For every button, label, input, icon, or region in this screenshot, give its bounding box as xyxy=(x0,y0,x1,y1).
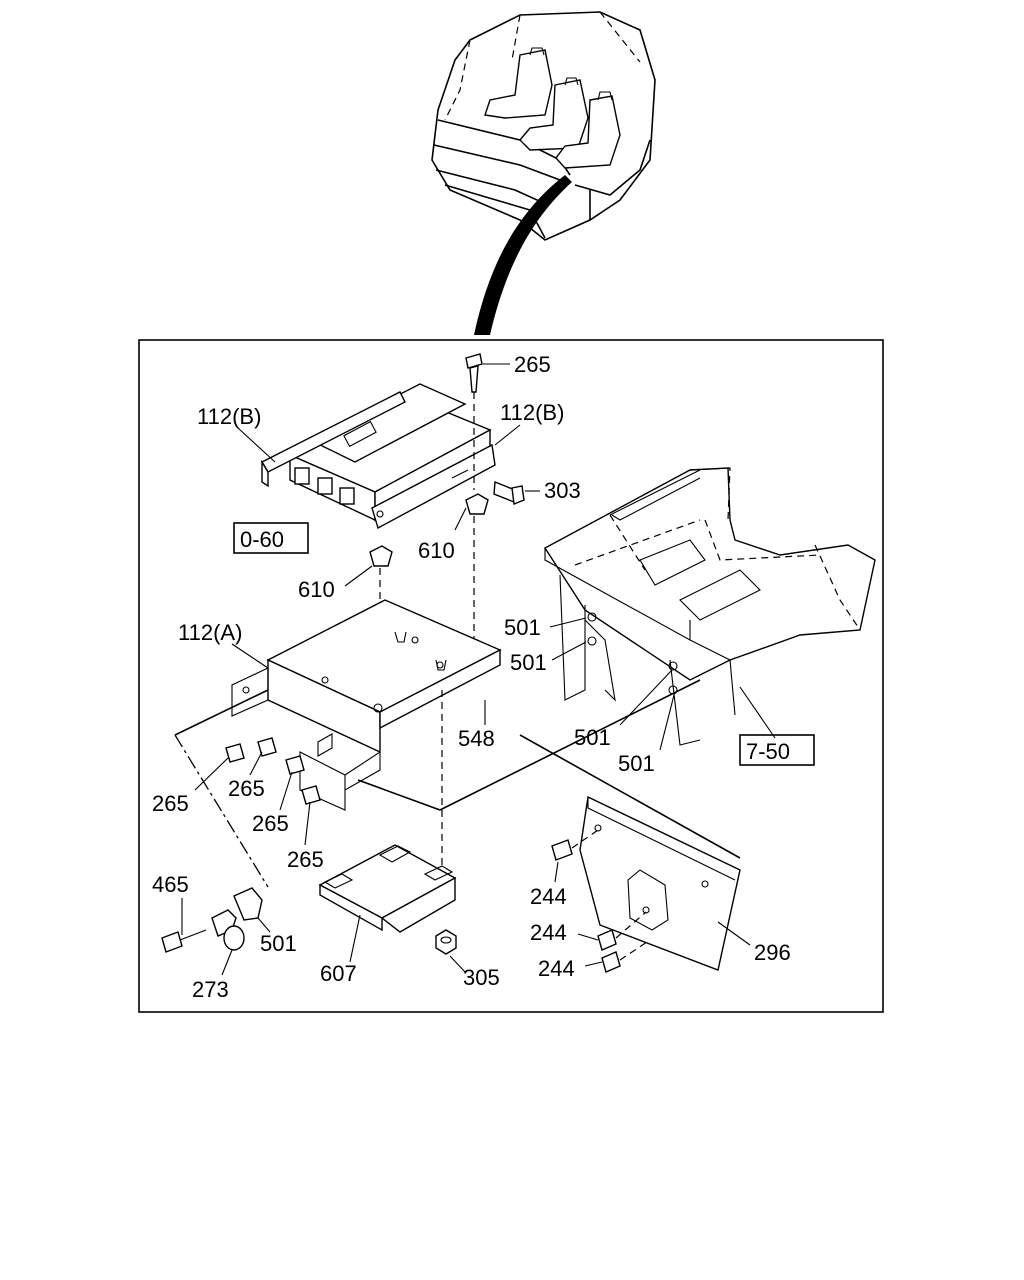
cover-panel-296 xyxy=(579,795,741,971)
reference-7-50: 7-50 xyxy=(739,734,815,766)
callout-501-b: 501 xyxy=(510,650,547,675)
callout-501-e: 501 xyxy=(260,931,297,956)
cab-overview-illustration xyxy=(431,11,656,241)
reference-0-60-label: 0-60 xyxy=(240,527,284,552)
bracket-112a xyxy=(231,599,502,870)
reference-0-60: 0-60 xyxy=(233,522,309,554)
bolt-303 xyxy=(493,480,525,505)
callout-501-c: 501 xyxy=(574,725,611,750)
callout-610-left: 610 xyxy=(298,577,335,602)
leader-lines xyxy=(181,363,776,976)
clamp-set xyxy=(161,887,263,953)
reference-7-50-label: 7-50 xyxy=(746,739,790,764)
chain-lines xyxy=(174,679,741,888)
callout-244-c: 244 xyxy=(538,956,575,981)
callout-303: 303 xyxy=(544,478,581,503)
callout-273: 273 xyxy=(192,977,229,1002)
callout-265-top: 265 xyxy=(514,352,551,377)
screw-265-top xyxy=(465,353,483,490)
detail-pointer xyxy=(474,175,572,335)
callout-501-d: 501 xyxy=(618,751,655,776)
callout-305: 305 xyxy=(463,965,500,990)
callout-244-a: 244 xyxy=(530,884,567,909)
detail-frame xyxy=(138,339,884,1013)
callout-501-a: 501 xyxy=(504,615,541,640)
floor-structure xyxy=(544,467,876,746)
callout-244-b: 244 xyxy=(530,920,567,945)
clip-610-right xyxy=(465,493,489,640)
callout-265-a: 265 xyxy=(152,791,189,816)
callout-296: 296 xyxy=(754,940,791,965)
callout-265-d: 265 xyxy=(287,847,324,872)
callout-labels: 265 112(B) 112(B) 303 610 610 112(A) 501… xyxy=(152,352,791,1002)
callout-112a: 112(A) xyxy=(178,620,242,645)
callout-607: 607 xyxy=(320,961,357,986)
callout-265-c: 265 xyxy=(252,811,289,836)
nut-305 xyxy=(435,929,457,955)
control-unit-607 xyxy=(318,844,457,933)
callout-610-right: 610 xyxy=(418,538,455,563)
ecu-controller-assembly xyxy=(261,383,496,530)
callout-265-b: 265 xyxy=(228,776,265,801)
callout-112b-right: 112(B) xyxy=(500,400,564,425)
screws-265-side xyxy=(225,737,321,805)
bolts-244 xyxy=(551,829,651,973)
callout-112b-left: 112(B) xyxy=(197,404,261,429)
callout-548: 548 xyxy=(458,726,495,751)
callout-465: 465 xyxy=(152,872,189,897)
